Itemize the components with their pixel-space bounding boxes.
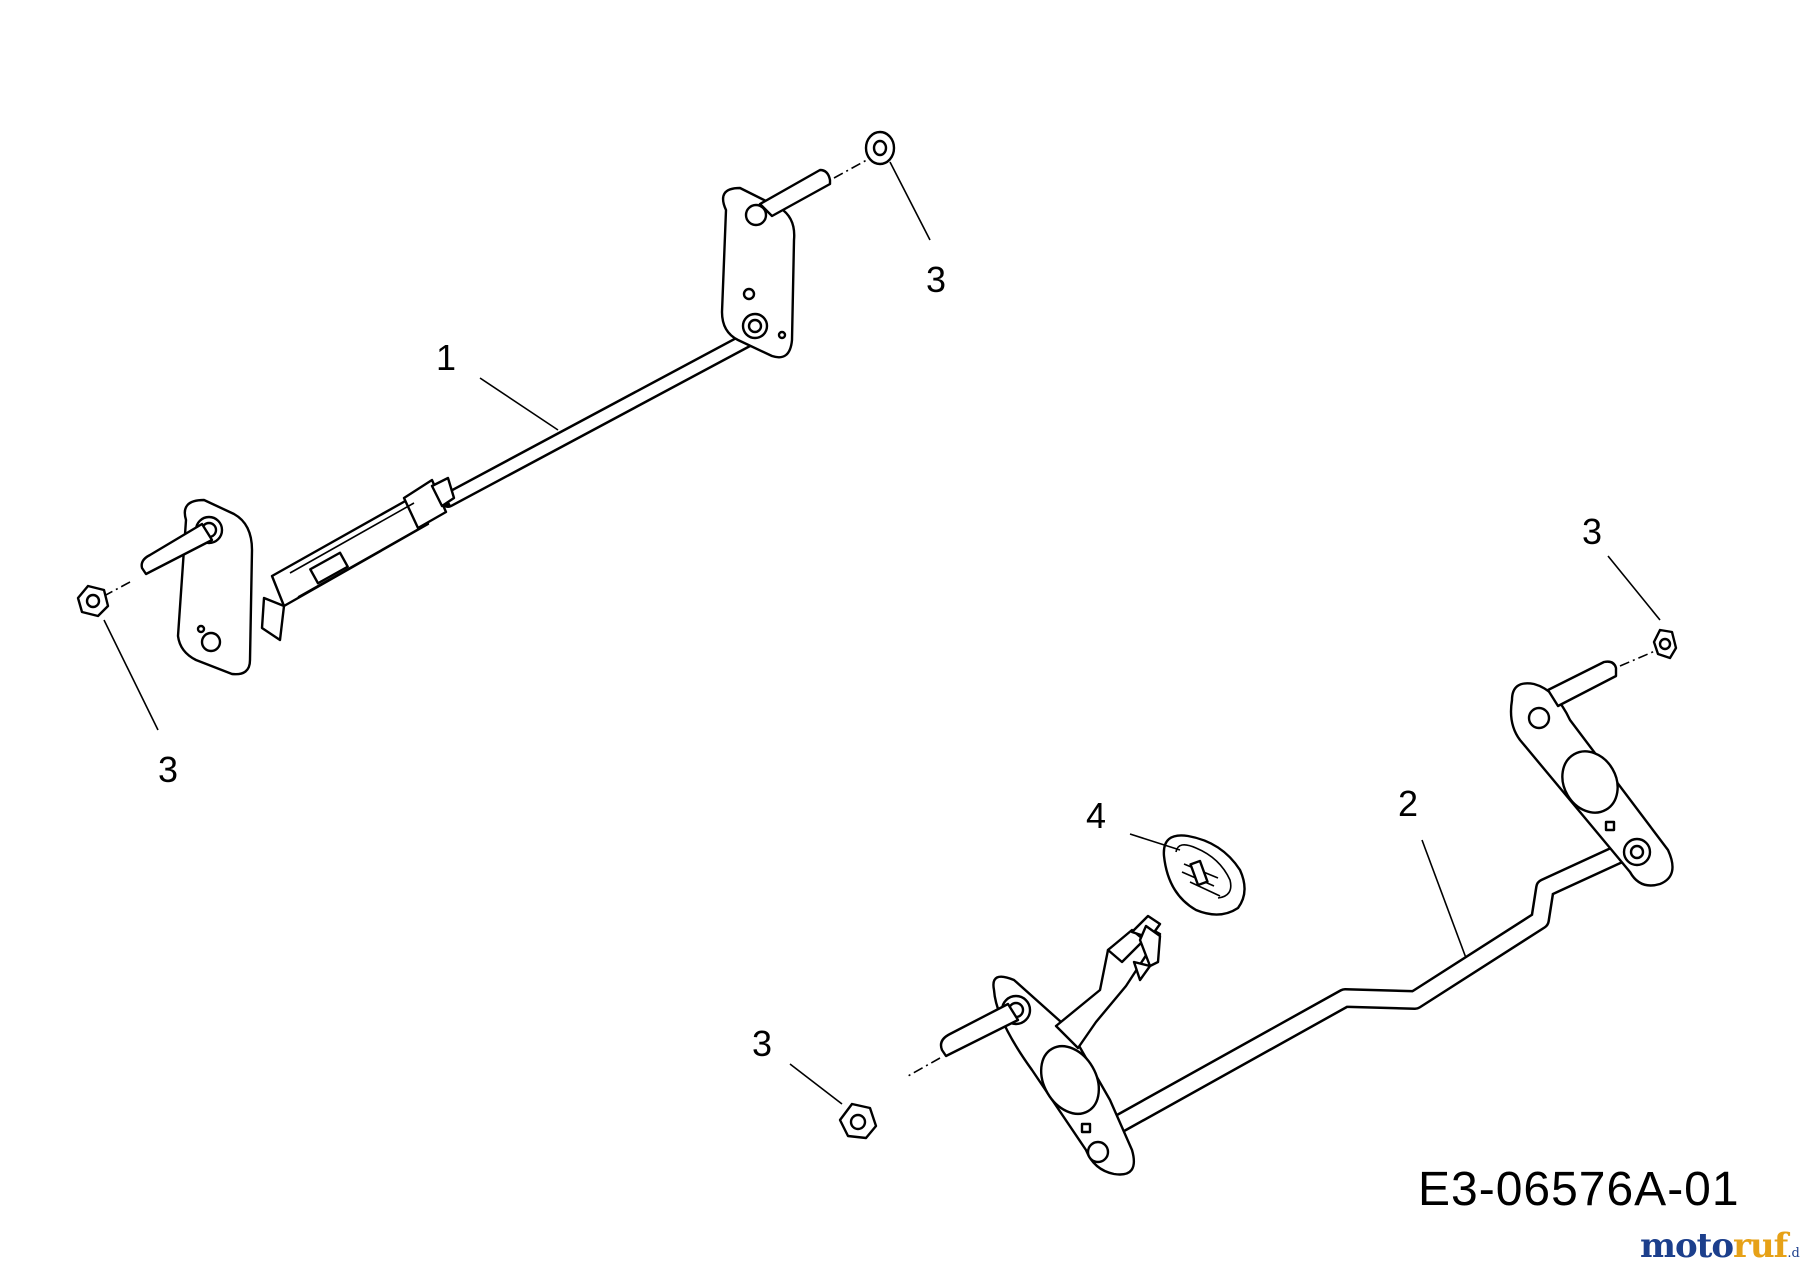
leader-nut-right: [1607, 555, 1661, 621]
callout-nut-left: 3: [158, 749, 179, 790]
leader-nut-top-right: [889, 161, 931, 241]
part-4-cap: [1162, 834, 1246, 916]
callout-part-1: 1: [436, 337, 457, 378]
watermark-logo: motoruf.de: [1640, 1226, 1800, 1266]
callout-part-4: 4: [1086, 795, 1107, 836]
leader-part-4: [1129, 833, 1181, 851]
leader-nut-bottom: [789, 1063, 843, 1105]
watermark-part-c: .de: [1787, 1246, 1800, 1261]
nut-right: [1652, 628, 1678, 660]
part-2-axle-assembly: [907, 647, 1674, 1176]
nut-bottom: [838, 1102, 878, 1140]
callout-nut-top-right: 3: [926, 259, 947, 300]
leader-part-1: [479, 377, 559, 431]
nut-left: [76, 584, 110, 618]
part-1-axle-assembly: [103, 155, 875, 676]
drawing-code: E3-06576A-01: [1418, 1163, 1740, 1216]
leader-nut-left: [103, 619, 159, 731]
callout-nut-bottom: 3: [752, 1023, 773, 1064]
callout-nut-right: 3: [1582, 511, 1603, 552]
watermark-part-a: moto: [1640, 1226, 1734, 1266]
watermark-part-b: ruf: [1733, 1226, 1788, 1266]
callout-part-2: 2: [1398, 783, 1419, 824]
nut-top-right: [864, 130, 896, 166]
leader-part-2: [1421, 839, 1467, 959]
